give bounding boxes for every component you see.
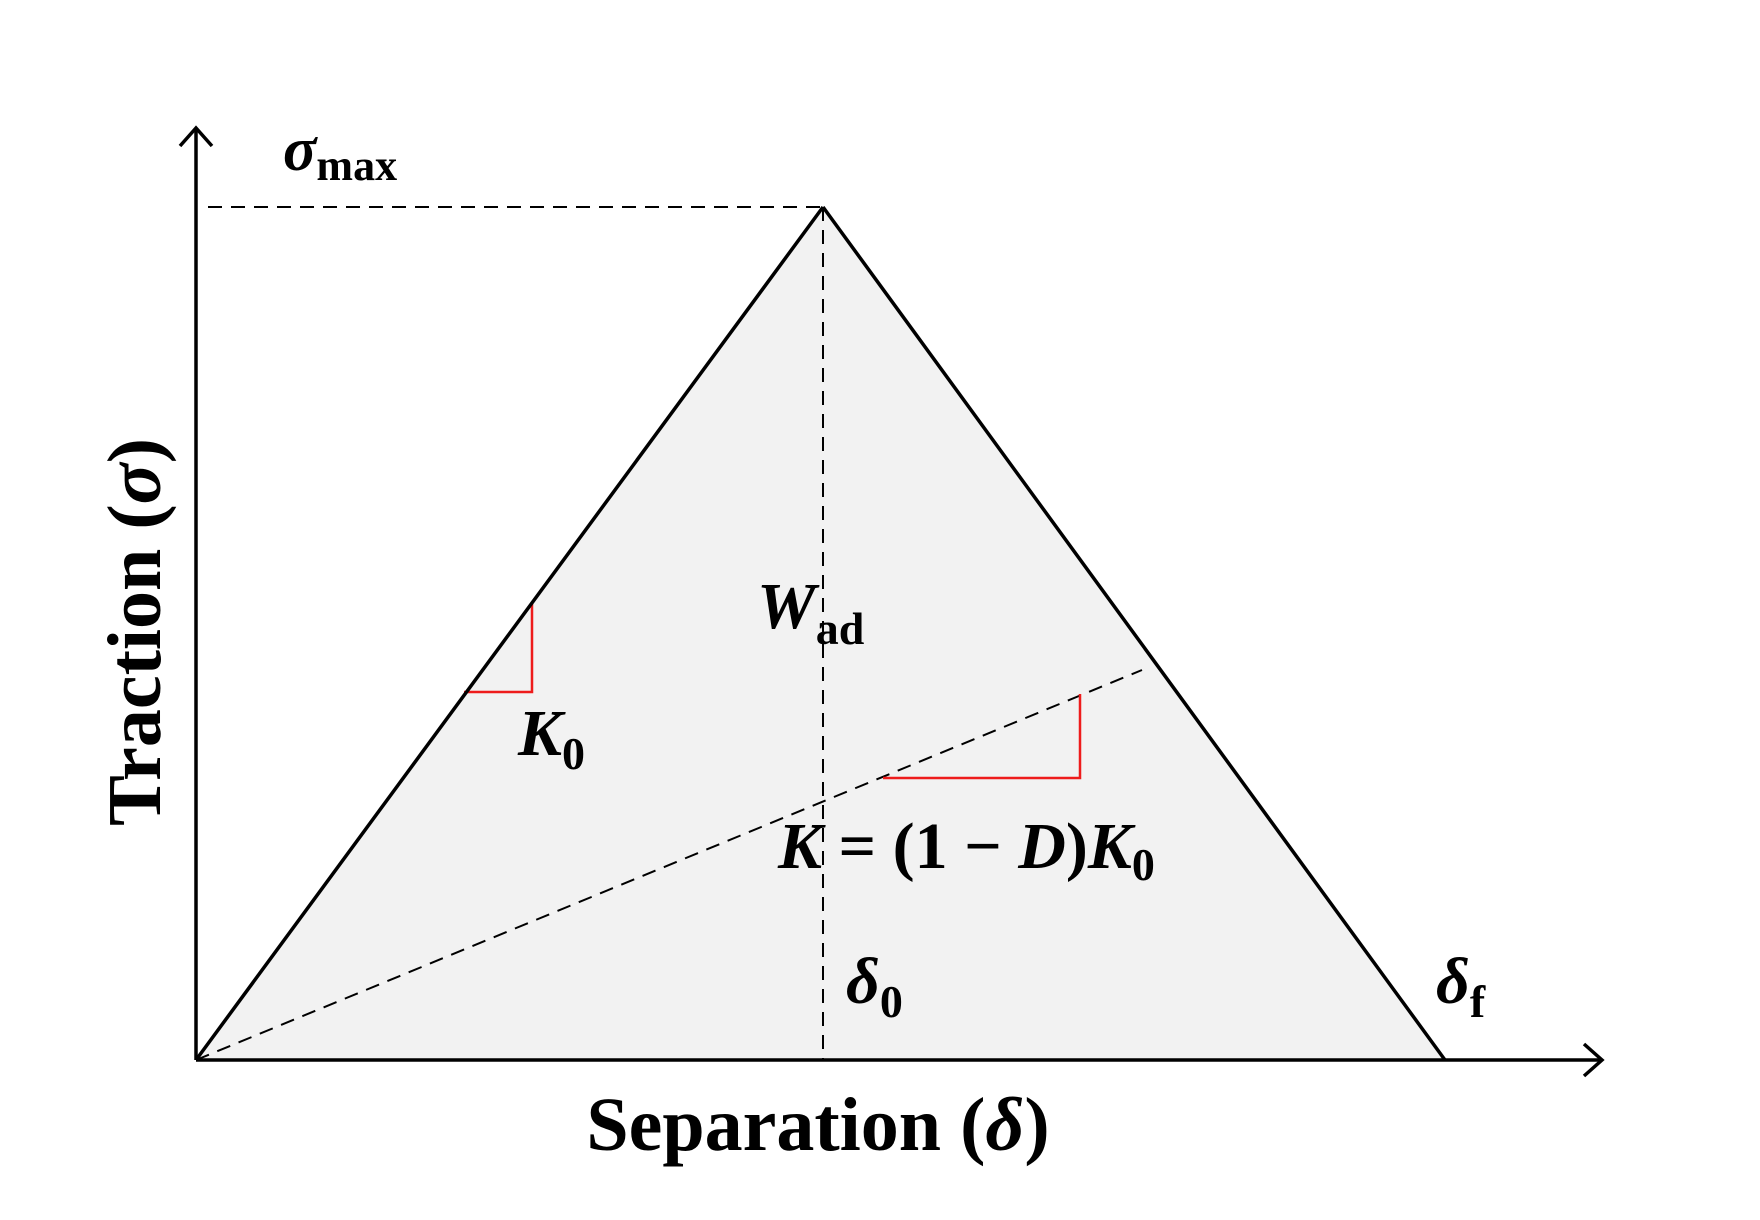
- x-axis-label: Separation (δ): [586, 1083, 1049, 1167]
- deltaf-subscript: f: [1470, 976, 1486, 1027]
- w-symbol: W: [757, 570, 820, 643]
- k0-label: K0: [517, 697, 585, 779]
- y-axis-symbol: σ: [93, 461, 177, 504]
- w-subscript: ad: [816, 603, 865, 654]
- y-axis-label-close: ): [93, 438, 177, 463]
- x-axis-label-text: Separation (: [586, 1083, 985, 1167]
- loading-line: [194, 205, 825, 1062]
- formula-d: D: [1017, 810, 1066, 883]
- k0-symbol: K: [517, 697, 566, 770]
- y-axis-label: Traction (σ): [93, 438, 177, 826]
- delta0-label: δ0: [846, 945, 903, 1027]
- k0-subscript: 0: [562, 728, 585, 779]
- deltaf-label: δf: [1436, 945, 1486, 1027]
- formula-k0: K: [1087, 810, 1136, 883]
- y-axis-arrowhead: [178, 125, 214, 148]
- softening-line: [821, 205, 1447, 1062]
- formula-k: K: [777, 810, 826, 883]
- x-axis-arrowhead: [1582, 1042, 1605, 1078]
- work-of-adhesion-area: [196, 207, 1445, 1060]
- sigma-max-label: σmax: [283, 116, 397, 190]
- x-axis-symbol: δ: [985, 1083, 1024, 1167]
- formula-k0-sub: 0: [1132, 839, 1155, 890]
- formula-close: ): [1066, 810, 1088, 883]
- deltaf-symbol: δ: [1436, 945, 1470, 1018]
- sigma-max-symbol: σ: [283, 116, 318, 184]
- formula-eq: = (1 −: [822, 810, 1018, 883]
- delta0-symbol: δ: [846, 945, 880, 1018]
- y-axis-label-text: Traction (: [93, 504, 177, 826]
- x-axis-label-close: ): [1024, 1083, 1049, 1167]
- work-of-adhesion-label: Wad: [757, 570, 865, 654]
- sigma-max-subscript: max: [316, 141, 397, 190]
- k0-slope-marker: [464, 602, 534, 694]
- delta0-subscript: 0: [880, 976, 903, 1027]
- damaged-stiffness-formula: K = (1 − D)K0: [777, 810, 1155, 890]
- k-slope-marker: [883, 694, 1082, 780]
- damaged-stiffness-line: [195, 669, 1143, 1061]
